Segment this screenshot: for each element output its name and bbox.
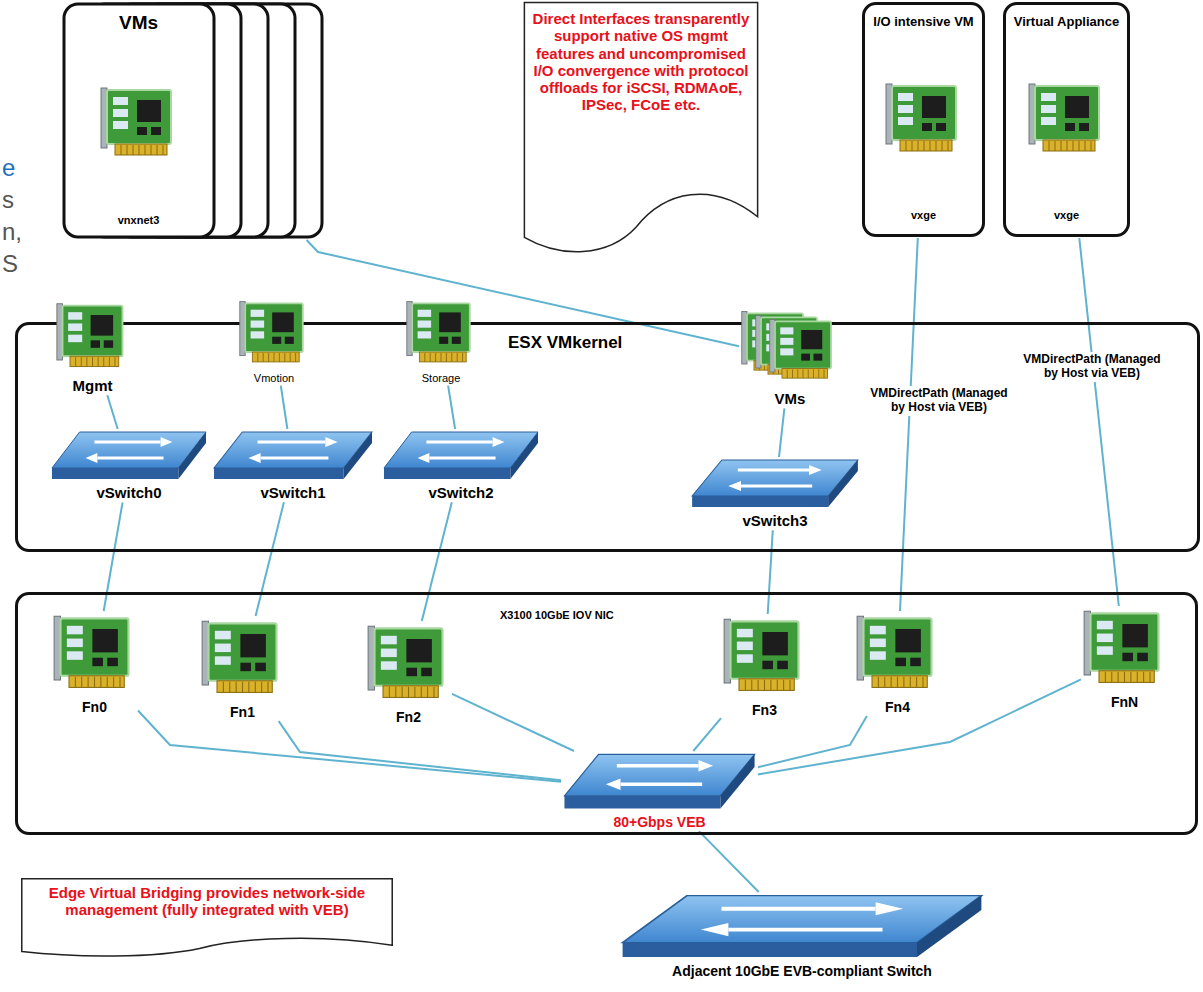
link-line [900, 238, 918, 611]
nic-node: Fn3 [722, 615, 807, 718]
link-line [699, 831, 759, 892]
link-line [256, 502, 284, 616]
nic-icon [405, 298, 477, 370]
node-label: Fn3 [752, 702, 777, 718]
cropped-slide-text: S [2, 250, 18, 278]
node-label: FnN [1111, 694, 1138, 710]
node-label: Fn1 [230, 704, 255, 720]
nic-node: Fn0 [52, 612, 137, 715]
link-line [693, 718, 721, 751]
nic-node: Fn4 [855, 612, 940, 715]
node-label: Storage [422, 372, 461, 385]
switch-icon [690, 458, 860, 510]
link-line [422, 502, 452, 621]
cropped-slide-text: s [2, 186, 14, 214]
callout-note: Edge Virtual Bridging provides network-s… [18, 878, 396, 958]
node-label: 80+Gbps VEB [613, 814, 705, 830]
nic-icon [1082, 607, 1167, 692]
switch-icon [618, 893, 986, 961]
nic-node: Vmotion [238, 298, 310, 385]
note-text: Edge Virtual Bridging provides network-s… [18, 878, 396, 937]
switch-node: vSwitch1 [212, 430, 374, 501]
edge-label: VMDirectPath (Managed by Host via VEB) [1016, 352, 1168, 382]
callout-note: Direct Interfaces transparently support … [522, 0, 760, 258]
vm-title: Virtual Appliance [1014, 15, 1119, 30]
nic-icon [740, 308, 840, 388]
nic-node: Storage [405, 298, 477, 385]
node-label: vSwitch2 [428, 484, 493, 501]
node-label: VMs [775, 390, 806, 407]
nic-icon [99, 84, 179, 164]
vm-box: Virtual Appliance vxge [1003, 2, 1130, 237]
switch-node: vSwitch3 [690, 458, 860, 529]
switch-node: Adjacent 10GbE EVB-compliant Switch [618, 893, 986, 979]
frame-title: X3100 10GbE IOV NIC [500, 609, 614, 622]
nic-node: Fn1 [200, 617, 285, 720]
driver-label: vxge [911, 209, 936, 222]
nic-icon [855, 612, 940, 697]
note-text: Direct Interfaces transparently support … [522, 0, 760, 154]
nic-node: VMs [740, 308, 840, 407]
node-label: Fn0 [82, 699, 107, 715]
nic-icon [200, 617, 285, 702]
nic-node: Mgmt [55, 300, 130, 394]
link-line [448, 386, 455, 429]
switch-node: 80+Gbps VEB [562, 752, 757, 830]
cropped-slide-text: e [2, 154, 15, 182]
link-line [779, 408, 784, 457]
link-line [107, 395, 117, 429]
edge-label: VMDirectPath (Managed by Host via VEB) [864, 386, 1014, 416]
node-label: Fn2 [396, 709, 421, 725]
vm-title: VMs [119, 12, 158, 34]
nic-icon [884, 80, 964, 160]
driver-label: vnxnet3 [118, 214, 160, 227]
vm-content: VMs vnxnet3 [62, 2, 215, 239]
host-frame: X3100 10GbE IOV NIC Fn0 Fn1 Fn2 Fn3 Fn4 FnN 80+… [15, 592, 1198, 835]
frame-title: ESX VMkernel [508, 333, 622, 353]
nic-icon [55, 300, 130, 375]
vm-content: Virtual Appliance vxge [1006, 5, 1127, 234]
vm-box: VMs vnxnet3 [62, 2, 325, 239]
node-label: Mgmt [73, 377, 113, 394]
node-label: Vmotion [254, 372, 294, 385]
nic-icon [52, 612, 137, 697]
nic-icon [1027, 80, 1107, 160]
vm-box: I/O intensive VM vxge [862, 2, 985, 237]
nic-icon [722, 615, 807, 700]
node-label: vSwitch3 [742, 512, 807, 529]
link-line [452, 694, 574, 751]
link-line [279, 721, 561, 780]
switch-icon [50, 430, 208, 482]
nic-icon [238, 298, 310, 370]
cropped-slide-text: n, [2, 218, 22, 246]
node-label: vSwitch1 [260, 484, 325, 501]
driver-label: vxge [1054, 209, 1079, 222]
link-line [307, 240, 739, 346]
link-line [768, 530, 773, 614]
link-line [758, 679, 1081, 774]
switch-node: vSwitch0 [50, 430, 208, 501]
nic-node: Fn2 [366, 622, 451, 725]
switch-icon [212, 430, 374, 482]
vm-content: I/O intensive VM vxge [865, 5, 982, 234]
link-line [281, 386, 288, 429]
vm-title: I/O intensive VM [873, 15, 973, 30]
node-label: Adjacent 10GbE EVB-compliant Switch [672, 963, 932, 979]
node-label: Fn4 [885, 699, 910, 715]
node-label: vSwitch0 [96, 484, 161, 501]
nic-icon [366, 622, 451, 707]
switch-icon [382, 430, 540, 482]
link-line [138, 711, 561, 782]
switch-node: vSwitch2 [382, 430, 540, 501]
nic-node: FnN [1082, 607, 1167, 710]
switch-icon [562, 752, 757, 812]
